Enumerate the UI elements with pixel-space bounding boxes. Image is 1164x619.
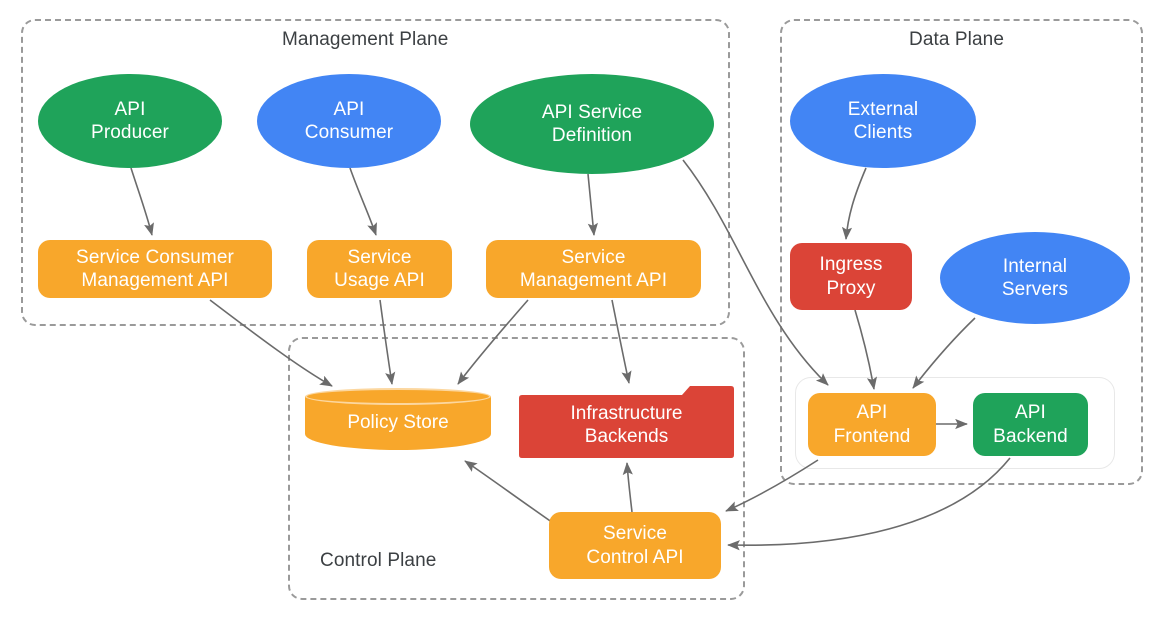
node-service-control-api[interactable]: Service Control API [549,512,721,579]
node-label-api-service-definition: API Service Definition [541,101,643,146]
node-label-service-control-api: Service Control API [586,523,684,568]
node-label-api-backend: API Backend [993,402,1068,447]
node-label-ingress-proxy: Ingress Proxy [819,254,883,299]
group-label-data-plane: Data Plane [909,29,1005,50]
node-api-producer[interactable]: API Producer [38,74,222,168]
node-label-api-frontend: API Frontend [833,402,911,447]
node-api-service-definition[interactable]: API Service Definition [470,74,714,174]
node-ingress-proxy[interactable]: Ingress Proxy [790,243,912,310]
node-label-api-consumer: API Consumer [304,98,394,143]
cylinder-top-icon [305,388,491,405]
node-service-usage-api[interactable]: Service Usage API [307,240,452,298]
node-label-service-usage-api: Service Usage API [334,246,425,291]
node-label-service-management-api: Service Management API [519,246,668,291]
node-api-consumer[interactable]: API Consumer [257,74,441,168]
node-service-management-api[interactable]: Service Management API [486,240,701,298]
node-label-policy-store: Policy Store [347,412,449,433]
group-label-control-plane: Control Plane [320,550,437,571]
node-label-internal-servers: Internal Servers [1001,255,1069,300]
node-infrastructure-backends[interactable]: Infrastructure Backends [519,386,734,458]
node-internal-servers[interactable]: Internal Servers [940,232,1130,324]
folder-shape-icon [519,386,734,458]
node-policy-store[interactable]: Policy Store [305,388,491,450]
node-label-api-producer: API Producer [91,98,169,143]
node-label-service-consumer-management-api: Service Consumer Management API [76,246,234,291]
node-label-infrastructure-backends: Infrastructure Backends [570,402,683,447]
node-label-external-clients: External Clients [847,98,919,143]
cylinder-body-icon [305,396,491,450]
node-api-backend[interactable]: API Backend [973,393,1088,456]
node-external-clients[interactable]: External Clients [790,74,976,168]
group-label-management-plane: Management Plane [282,29,449,50]
node-service-consumer-management-api[interactable]: Service Consumer Management API [38,240,272,298]
node-api-frontend[interactable]: API Frontend [808,393,936,456]
